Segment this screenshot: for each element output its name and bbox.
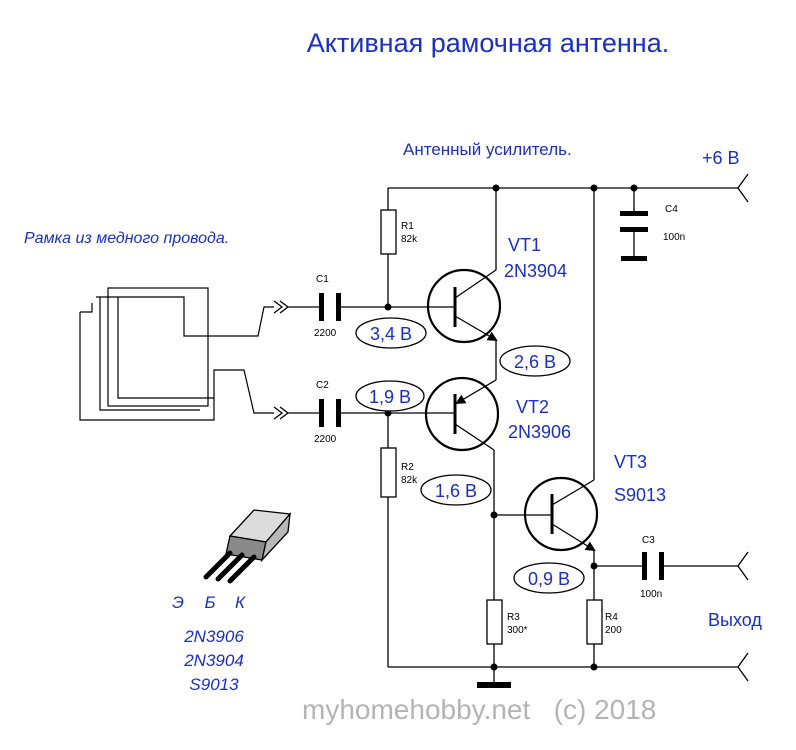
capacitor-c2 xyxy=(319,399,341,427)
amplifier-label: Антенный усилитель. xyxy=(403,140,572,159)
vt2-type: 2N3906 xyxy=(508,422,571,442)
voltage-vt1-base: 3,4 В xyxy=(370,324,412,344)
c4-name: C4 xyxy=(665,204,678,215)
vt1-type: 2N3904 xyxy=(504,261,567,281)
c2-value: 2200 xyxy=(314,434,337,445)
c2-name: C2 xyxy=(316,380,329,391)
transistor-package-icon xyxy=(203,509,292,584)
loop-label: Рамка из медного провода. xyxy=(24,230,229,247)
watermark: myhomehobby.net (c) 2018 xyxy=(302,694,656,725)
transistor-vt3 xyxy=(523,476,599,552)
diagram-title: Активная рамочная антенна. xyxy=(307,28,669,58)
vt2-name: VT2 xyxy=(516,397,549,417)
vt1-name: VT1 xyxy=(508,235,541,255)
r2-name: R2 xyxy=(401,462,414,473)
transistor-vt1 xyxy=(426,268,502,344)
loop-antenna xyxy=(79,287,274,421)
output-label: Выход xyxy=(708,610,762,630)
voltage-vt3-emitter: 0,9 В xyxy=(528,569,570,589)
supply-voltage-label: +6 В xyxy=(702,148,740,168)
pin-label-collector: К xyxy=(235,593,246,612)
c3-name: C3 xyxy=(642,535,655,546)
r1-name: R1 xyxy=(401,221,414,232)
pinout-type-1: 2N3906 xyxy=(183,627,244,646)
r2-value: 82k xyxy=(401,475,418,486)
voltage-bubble-vt1-base xyxy=(355,317,427,349)
r3-name: R3 xyxy=(507,612,520,623)
voltage-bubble-vt2-base xyxy=(355,380,425,412)
voltage-vt1-emitter: 2,6 В xyxy=(514,352,556,372)
capacitor-c3 xyxy=(642,552,664,580)
voltage-bubble-vt2-collector xyxy=(420,474,492,506)
resistor-r2 xyxy=(380,447,397,498)
ground-symbol xyxy=(477,682,511,688)
c1-value: 2200 xyxy=(314,328,337,339)
r1-value: 82k xyxy=(401,234,418,245)
r4-value: 200 xyxy=(605,625,622,636)
voltage-bubble-vt1-emitter xyxy=(499,345,571,377)
voltage-vt2-collector: 1,6 В xyxy=(435,481,477,501)
resistor-r4 xyxy=(586,599,603,645)
transistor-vt2 xyxy=(424,376,500,452)
capacitor-c1 xyxy=(319,293,341,321)
r4-name: R4 xyxy=(605,612,618,623)
c3-value: 100n xyxy=(640,589,662,600)
pin-label-emitter: Э xyxy=(172,593,184,612)
pinout-type-2: 2N3904 xyxy=(183,651,244,670)
resistor-r3 xyxy=(486,599,503,645)
capacitor-c4 xyxy=(620,211,648,261)
vt3-name: VT3 xyxy=(614,452,647,472)
pin-label-base: Б xyxy=(204,593,215,612)
voltage-bubble-vt3-emitter xyxy=(513,562,585,594)
pinout-type-3: S9013 xyxy=(189,675,239,694)
resistor-r1 xyxy=(380,209,397,255)
c1-name: C1 xyxy=(316,274,329,285)
terminals xyxy=(273,173,749,682)
vt3-type: S9013 xyxy=(614,485,666,505)
r3-value: 300* xyxy=(507,625,528,636)
c4-value: 100n xyxy=(663,232,685,243)
voltage-vt2-base: 1,9 В xyxy=(369,387,411,407)
